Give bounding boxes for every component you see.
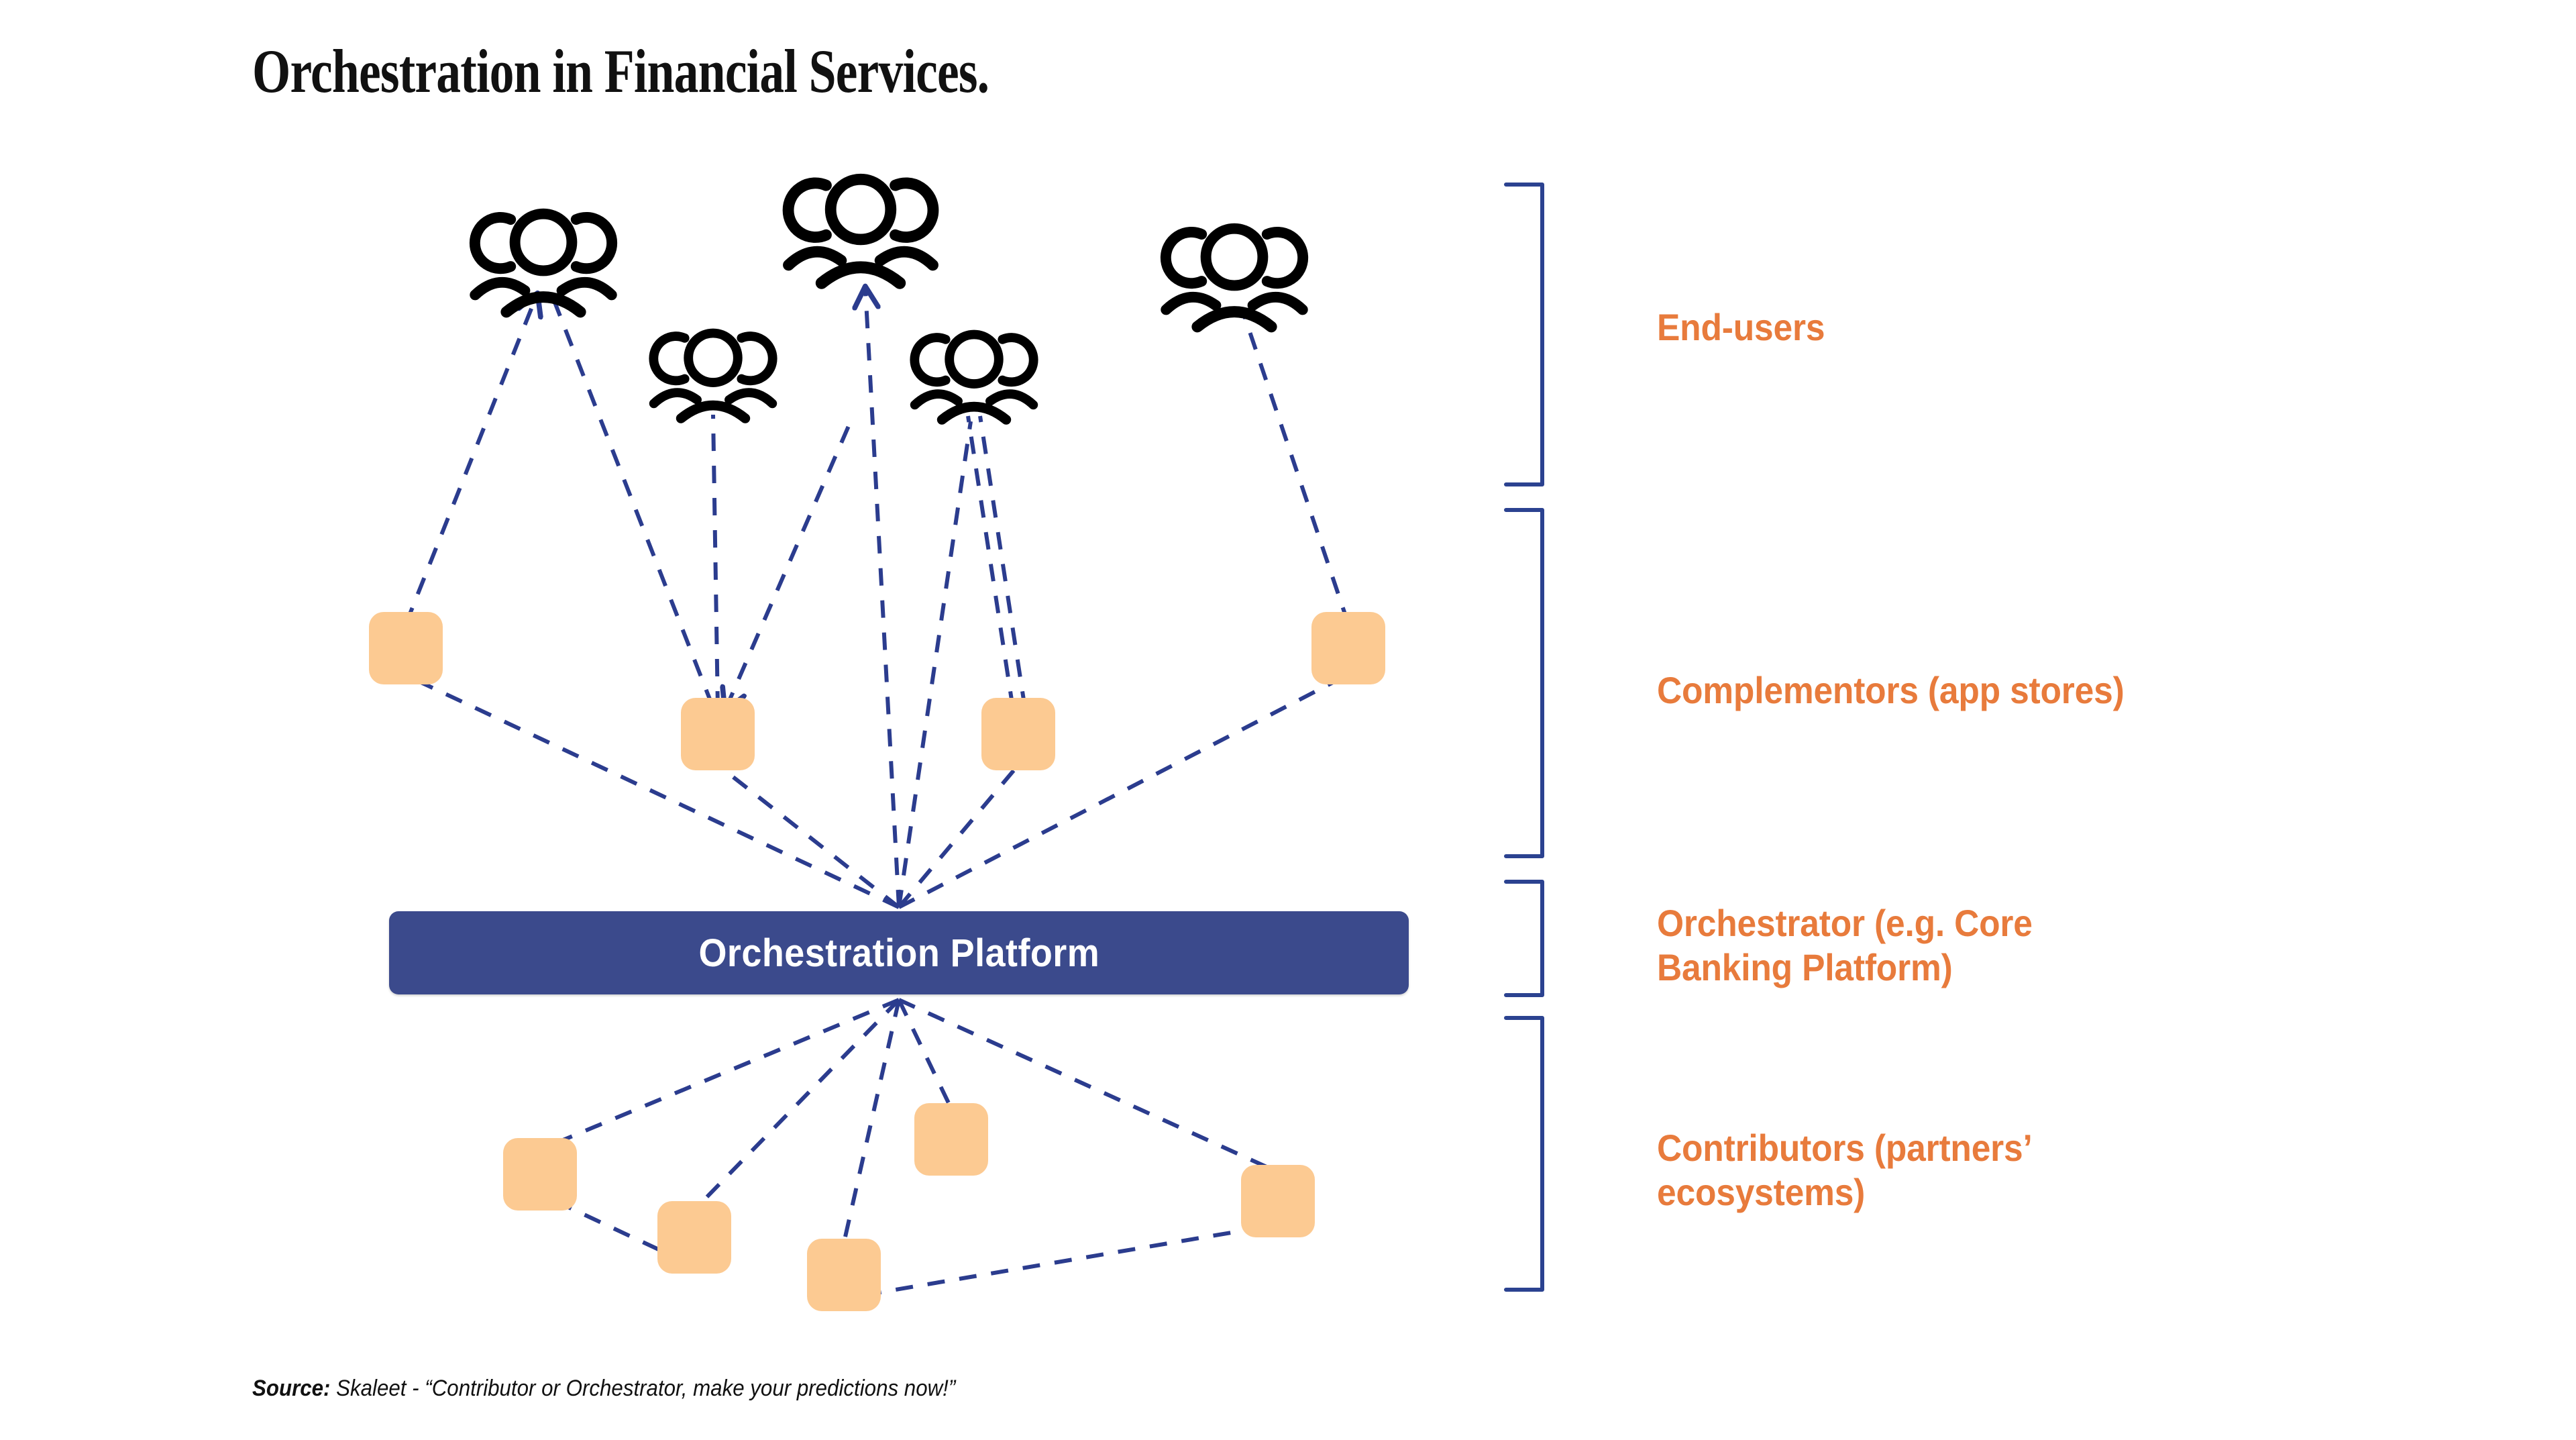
complementor-node[interactable] <box>1311 612 1385 684</box>
edge-k3-k5 <box>863 1225 1267 1297</box>
complementor-node[interactable] <box>369 612 443 684</box>
edge-p-k3 <box>842 999 901 1243</box>
category-label-orchestrator: Orchestrator (e.g. Core Banking Platform… <box>1657 902 2033 988</box>
edge-c2-u2 <box>711 414 720 709</box>
bracket-complementors <box>1504 508 1544 858</box>
complementor-node[interactable] <box>681 698 755 770</box>
category-label-complementors: Complementors (app stores) <box>1657 669 2125 711</box>
contributor-node[interactable] <box>657 1201 731 1274</box>
edge-c3-u4 <box>966 415 1015 709</box>
source-label: Source: <box>252 1376 331 1401</box>
edge-c2-u3 <box>726 420 853 709</box>
complementor-node[interactable] <box>981 698 1055 770</box>
people-group-icon <box>788 179 933 283</box>
edge-c3-u4b <box>978 415 1027 709</box>
edge-p-u3 <box>865 289 901 908</box>
edge-p-k1 <box>541 998 900 1151</box>
edge-c2-u1 <box>552 299 714 707</box>
edge-p-c1 <box>401 672 900 909</box>
complementor-nodes <box>369 612 1385 770</box>
contributor-nodes <box>503 1103 1315 1311</box>
edge-p-c4 <box>898 672 1351 909</box>
contributor-node[interactable] <box>914 1103 988 1176</box>
orchestration-platform-label: Orchestration Platform <box>698 931 1099 975</box>
category-label-contributors: Contributors (partners’ ecosystems) <box>1657 1127 2033 1213</box>
edge-p-k5 <box>898 998 1281 1175</box>
edge-p-u4 <box>897 421 973 908</box>
connector-lines <box>401 289 1351 1297</box>
bracket-contributors <box>1504 1016 1544 1292</box>
edge-k1-k2 <box>554 1199 686 1264</box>
source-note: Source: Skaleet - “Contributor or Orches… <box>252 1376 955 1402</box>
edge-c4-u5 <box>1240 309 1350 625</box>
edge-c1-u1 <box>404 295 537 625</box>
edge-p-c3 <box>897 764 1020 909</box>
end-user-icons <box>475 179 1303 419</box>
people-group-icon <box>475 214 612 312</box>
group-brackets <box>1504 183 1544 1292</box>
edge-p-k2 <box>694 998 901 1210</box>
edge-p-c2 <box>716 763 900 909</box>
people-group-icon <box>914 334 1033 419</box>
bracket-orchestrator <box>1504 880 1544 997</box>
edge-p-k4 <box>897 998 953 1110</box>
contributor-node[interactable] <box>503 1138 577 1211</box>
category-label-end-users: End-users <box>1657 306 1825 348</box>
contributor-node[interactable] <box>1241 1165 1315 1237</box>
contributor-node[interactable] <box>807 1239 881 1311</box>
people-group-icon <box>1166 229 1303 327</box>
orchestration-platform-bar[interactable]: Orchestration Platform <box>389 911 1409 994</box>
source-text: Skaleet - “Contributor or Orchestrator, … <box>330 1376 956 1401</box>
people-group-icon <box>653 333 772 418</box>
page-title: Orchestration in Financial Services. <box>252 37 989 105</box>
bracket-end-users <box>1504 183 1544 486</box>
